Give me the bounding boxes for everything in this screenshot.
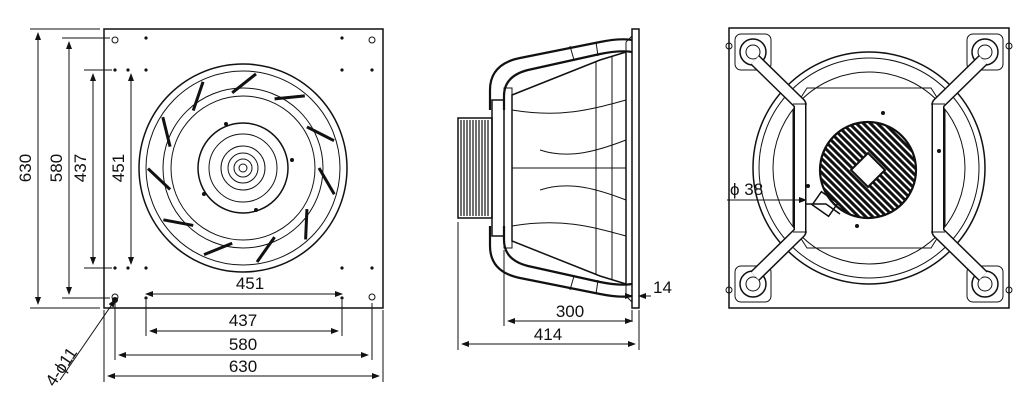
dim-580-horizontal: 580 (229, 335, 257, 354)
frame-tube-bottom-outer (488, 226, 633, 298)
hub-outer (220, 145, 266, 191)
impeller-ring-2 (145, 70, 341, 266)
dim-4-holes: 4-ϕ11 (42, 344, 81, 390)
motor-rotor (457, 117, 493, 219)
rear-plate (728, 27, 1010, 309)
front-view: 630 580 437 451 451 437 580 (16, 28, 384, 390)
impeller-blade (306, 125, 335, 143)
impeller-ring-3 (162, 87, 324, 249)
dim-630-vertical: 630 (16, 154, 35, 182)
dim-300: 300 (556, 302, 584, 321)
frame-tube-bottom-inner (502, 226, 633, 286)
front-plate (103, 28, 384, 309)
hub-bolts (202, 122, 294, 212)
mounting-holes (113, 36, 374, 300)
dim-414: 414 (534, 325, 562, 344)
dim-phi-38: ϕ 38 (730, 180, 763, 199)
dim-451-vertical: 451 (109, 154, 128, 182)
dim-451-horizontal: 451 (236, 274, 264, 293)
grille-bar (838, 122, 916, 218)
motor-mount (491, 99, 505, 237)
rear-impeller-ring (772, 71, 966, 265)
grille-bar (820, 122, 898, 218)
rear-venturi-inner (758, 57, 980, 279)
shaft (238, 163, 248, 173)
rear-tube-frame (750, 55, 988, 281)
frame-tube-top-inner (502, 50, 633, 110)
impeller-blade (161, 116, 172, 147)
impeller-blade (304, 209, 309, 240)
motor-ring (208, 133, 278, 203)
rear-view: ϕ 38 (725, 27, 1013, 309)
impeller-blades (146, 72, 336, 263)
dim-437-horizontal: 437 (229, 311, 257, 330)
motor-housing (197, 122, 289, 214)
impeller-blade (203, 241, 233, 257)
motor-bracket (503, 87, 513, 249)
grille-bar (852, 122, 916, 218)
motor-fins (460, 120, 489, 216)
flange-plate (631, 28, 640, 309)
impeller-blade (191, 81, 205, 112)
dim-14: 14 (653, 278, 672, 297)
impeller-blade (255, 236, 276, 263)
impeller-blade (163, 218, 194, 227)
impeller-blade (146, 167, 172, 191)
dim-630-horizontal: 630 (229, 357, 257, 376)
front-horizontal-dims: 451 437 580 630 (103, 274, 384, 382)
impeller-ring-4 (170, 95, 316, 241)
impeller-blade (317, 167, 336, 196)
hub-inner (233, 158, 253, 178)
grille-bar (845, 122, 916, 218)
front-vertical-dims: 630 580 437 451 (16, 28, 134, 309)
impeller-outer-ring (138, 63, 348, 273)
grille-bar (820, 122, 891, 218)
side-view: 14 300 414 (457, 28, 672, 350)
side-dims: 14 300 414 (457, 222, 672, 350)
dim-437-vertical: 437 (71, 154, 90, 182)
dim-580-vertical: 580 (47, 154, 66, 182)
corner-holes (111, 36, 376, 301)
rear-motor-plate (792, 87, 946, 249)
impeller-blade (231, 72, 257, 94)
rear-venturi-outer (752, 51, 986, 285)
impeller-blade (274, 94, 305, 101)
frame-tube-top-outer (488, 38, 633, 110)
grille-bar (820, 122, 884, 218)
motor-diameter-callout: ϕ 38 (727, 180, 807, 203)
hub-middle (227, 152, 259, 184)
